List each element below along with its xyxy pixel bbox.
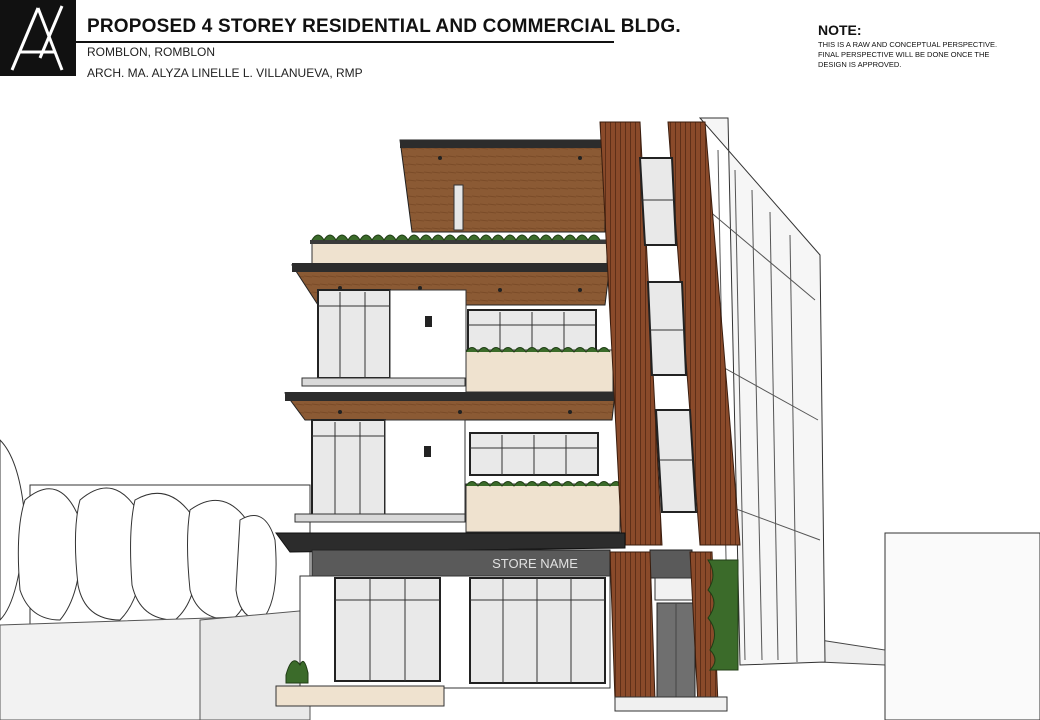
architect-text: ARCH. MA. ALYZA LINELLE L. VILLANUEVA, R… [87, 66, 363, 80]
note-line: THIS IS A RAW AND CONCEPTUAL PERSPECTIVE… [818, 40, 998, 49]
title-divider [76, 41, 614, 43]
ground-floor [275, 551, 739, 712]
trees-left [0, 439, 311, 626]
av-monogram-icon [10, 5, 64, 71]
second-floor-canopy [284, 392, 616, 421]
store-signage: STORE NAME [492, 556, 578, 571]
location-text: ROMBLON, ROMBLON [87, 45, 216, 59]
note-body: THIS IS A RAW AND CONCEPTUAL PERSPECTIVE… [818, 40, 1033, 70]
third-floor [301, 289, 614, 393]
third-floor-planter [310, 234, 608, 266]
note-line: DESIGN IS APPROVED. [818, 60, 902, 69]
second-floor [294, 419, 623, 533]
note-line: FINAL PERSPECTIVE WILL BE DONE ONCE THE [818, 50, 990, 59]
page-title: PROPOSED 4 STOREY RESIDENTIAL AND COMMER… [87, 16, 681, 37]
wood-cladding [599, 121, 741, 546]
roof-deck [399, 139, 606, 233]
av-logo [0, 0, 76, 76]
note-heading: NOTE: [818, 22, 862, 38]
